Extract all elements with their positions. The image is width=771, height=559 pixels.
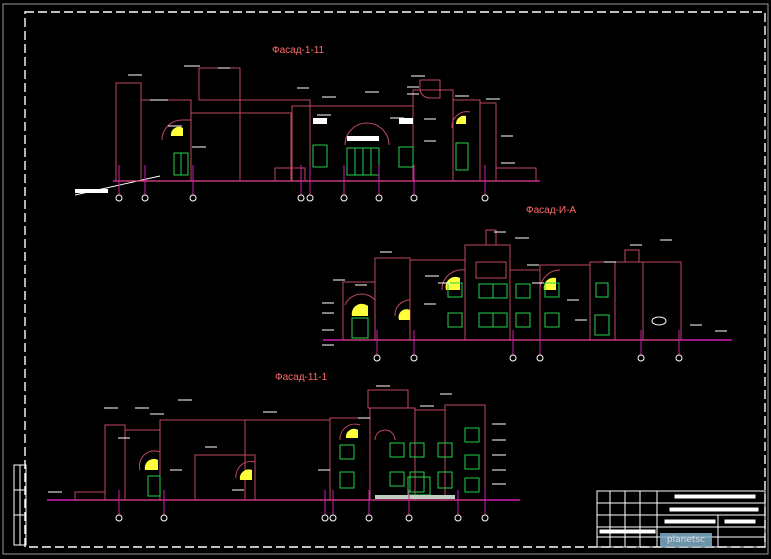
elevation-3-title: Фасад-11-1 xyxy=(275,372,328,383)
drawing-frame xyxy=(24,11,766,548)
elevation-1-title: Фасад-1-11 xyxy=(272,45,325,56)
elevation-2-title: Фасад-И-А xyxy=(526,205,577,216)
elevation-1-11 xyxy=(74,65,540,202)
side-stamp xyxy=(13,464,27,546)
outer-frame xyxy=(2,3,769,555)
elevation-11-1 xyxy=(47,385,520,522)
watermark-logo: planetsc xyxy=(660,533,712,547)
elevation-i-a xyxy=(322,229,732,362)
